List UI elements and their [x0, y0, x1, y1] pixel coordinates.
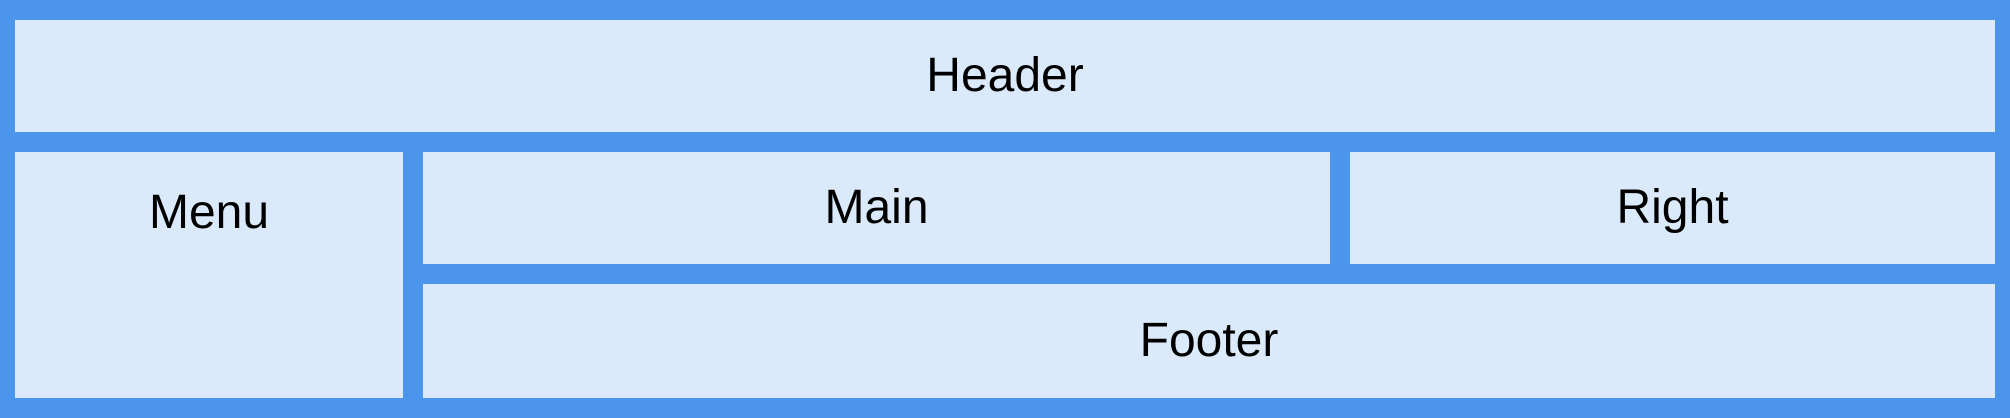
main-region: Main [423, 152, 1330, 264]
right-label: Right [1616, 181, 1729, 234]
footer-label: Footer [1139, 314, 1279, 367]
header-region: Header [15, 20, 1995, 132]
menu-region: Menu [15, 152, 403, 398]
menu-label: Menu [148, 186, 270, 239]
footer-region: Footer [423, 284, 1995, 398]
header-label: Header [926, 49, 1084, 102]
right-region: Right [1350, 152, 1995, 264]
main-label: Main [824, 181, 929, 234]
